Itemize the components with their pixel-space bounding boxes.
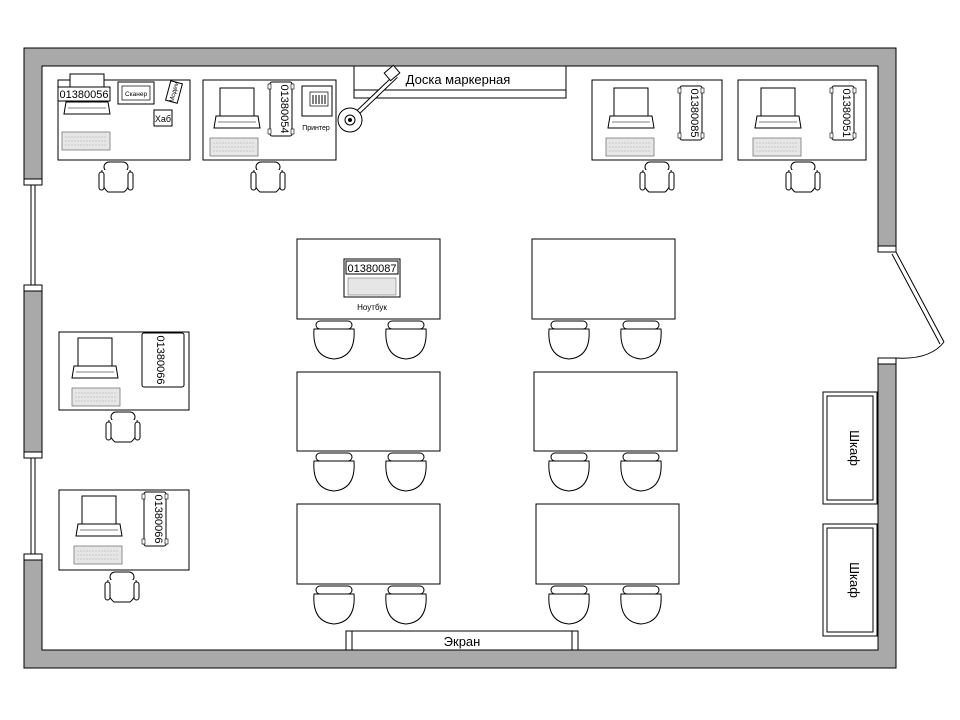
whiteboard-label: Доска маркерная: [406, 72, 511, 87]
cabinet-label: Шкаф: [847, 562, 862, 598]
projection-screen: Экран: [345, 630, 579, 651]
cabinet-top: Шкаф: [822, 391, 878, 505]
office-chair: [250, 161, 286, 193]
workstation-top-right-a: 01380085: [591, 79, 723, 193]
inventory-number: 01380051: [840, 89, 852, 138]
svg-text:01380087: 01380087: [348, 263, 397, 275]
workstation-top-left: 01380056 Сканер Модем Хаб: [57, 73, 191, 193]
inventory-number: 01380056: [60, 89, 109, 101]
office-chair: [105, 411, 141, 443]
hub: Хаб: [153, 109, 173, 127]
student-desks: 01380087 Ноутбук: [296, 238, 680, 625]
laptop: 01380087 Ноутбук: [343, 258, 401, 312]
laptop-label: Ноутбук: [357, 303, 387, 312]
left-windows: [23, 178, 43, 561]
student-desk: [296, 371, 441, 492]
office-chair: [98, 161, 134, 193]
student-desk: [531, 238, 676, 360]
office-chair: [785, 161, 821, 193]
svg-text:Хаб: Хаб: [155, 114, 171, 124]
scanner: Сканер: [117, 81, 155, 105]
office-chair: [104, 571, 140, 603]
projector: [337, 64, 401, 133]
student-desk: 01380087 Ноутбук: [296, 238, 441, 360]
workstation-top-middle: 01380054 Принтер: [202, 79, 337, 193]
workstation-left-bottom: 01380066: [58, 489, 190, 603]
workstation-left-middle: 01380066: [58, 331, 190, 443]
workstation-top-right-b: 01380051: [737, 79, 867, 193]
office-chair: [639, 161, 675, 193]
whiteboard: Доска маркерная: [353, 65, 567, 99]
modem: Модем: [165, 80, 183, 104]
cabinet-bottom: Шкаф: [822, 523, 878, 637]
student-desk: [535, 503, 680, 625]
svg-text:Принтер: Принтер: [302, 125, 330, 132]
inventory-number: 01380066: [152, 495, 164, 544]
student-desk: [296, 503, 441, 625]
inventory-number: 01380054: [278, 85, 290, 134]
svg-text:Сканер: Сканер: [125, 91, 148, 98]
inventory-number: 01380085: [688, 89, 700, 138]
inventory-number: 01380066: [154, 336, 166, 385]
student-desk: [533, 371, 678, 492]
cabinet-label: Шкаф: [847, 430, 862, 466]
printer: Принтер: [301, 85, 333, 132]
screen-label: Экран: [444, 634, 481, 649]
door: [877, 245, 945, 365]
